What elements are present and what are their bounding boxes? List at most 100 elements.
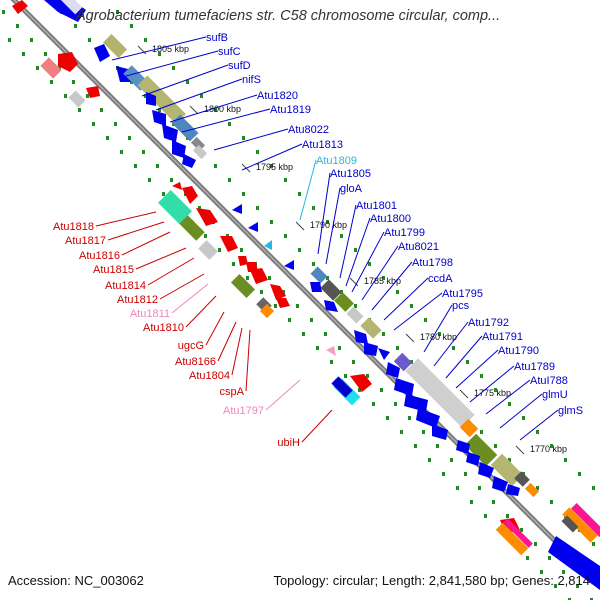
guide-dot (386, 416, 389, 420)
gene-label: glmU (542, 389, 568, 401)
gene-arrow-forward (264, 240, 272, 250)
guide-dot (494, 388, 497, 392)
guide-dot (142, 150, 145, 154)
guide-dot (548, 556, 551, 560)
guide-dot (298, 248, 301, 252)
gene-arrow-forward (466, 452, 480, 466)
gene-block (334, 292, 354, 312)
gene-label: Atu1790 (498, 345, 539, 357)
gene-arrow-reverse (182, 186, 198, 204)
guide-dot (540, 570, 543, 574)
guide-dot (366, 374, 369, 378)
guide-dot (414, 444, 417, 448)
gene-label: sufD (228, 60, 251, 72)
guide-dot (576, 584, 579, 588)
gene-arrow-forward (354, 330, 368, 344)
guide-dot (480, 430, 483, 434)
gene-label: gloA (340, 183, 363, 195)
guide-dot (564, 458, 567, 462)
guide-dot (158, 108, 161, 112)
guide-dot (88, 38, 91, 42)
gene-arrow-forward (394, 378, 414, 396)
guide-dot (270, 220, 273, 224)
guide-dot (44, 52, 47, 56)
gene-label: sufB (206, 32, 228, 44)
leader-line (339, 204, 357, 279)
leader-line (135, 247, 187, 270)
gene-arrow-forward (456, 440, 470, 454)
gene-label: Atu1799 (384, 227, 425, 239)
gene-label: Atu1801 (356, 200, 397, 212)
guide-dot (156, 164, 159, 168)
gene-label: Atu1815 (93, 264, 134, 276)
guide-dot (144, 38, 147, 42)
gene-arrow-reverse (276, 298, 290, 308)
gene-block (524, 482, 540, 498)
leader-line (181, 108, 271, 133)
gene-label: Atu1816 (79, 250, 120, 262)
gene-block (230, 273, 256, 299)
leader-line (469, 365, 515, 403)
gene-arrow-reverse (326, 346, 336, 356)
leader-line (141, 64, 229, 97)
guide-dot (428, 458, 431, 462)
gene-label: Atu1805 (330, 168, 371, 180)
guide-dot (590, 598, 593, 600)
guide-dot (144, 94, 147, 98)
gene-label: Atu1792 (468, 317, 509, 329)
kbp-tick-label: 1770 kbp (530, 444, 567, 454)
guide-dot (326, 276, 329, 280)
guide-dot (450, 458, 453, 462)
gene-arrow-forward (404, 394, 428, 412)
gene-labels-left: Atu1818Atu1817Atu1816Atu1815Atu1814Atu18… (53, 221, 300, 449)
guide-dot (242, 192, 245, 196)
kbp-tick-label: 1790 kbp (310, 220, 347, 230)
leader-line (301, 409, 333, 443)
guide-dot (270, 164, 273, 168)
kbp-tick-mark (349, 277, 359, 287)
guide-dot (58, 66, 61, 70)
gene-arrow-reverse (172, 182, 182, 190)
gene-arrow-forward (152, 110, 166, 126)
gene-label: Atu1797 (223, 405, 264, 417)
gene-block (171, 114, 199, 142)
gene-arrow-forward (378, 348, 390, 360)
kbp-tick-mark (295, 221, 305, 231)
guide-dot (358, 388, 361, 392)
guide-dot (228, 122, 231, 126)
gene-block (179, 215, 205, 241)
guide-dot (554, 584, 557, 588)
leader-line (445, 335, 483, 379)
guide-dot (30, 38, 33, 42)
guide-dot (162, 192, 165, 196)
guide-dot (312, 262, 315, 266)
gene-block (158, 190, 192, 224)
guide-dot (198, 206, 201, 210)
guide-dot (246, 276, 249, 280)
guide-dot (424, 318, 427, 322)
gene-block (561, 515, 579, 533)
guide-dot (310, 318, 313, 322)
guide-dot (36, 66, 39, 70)
gene-arrow-reverse (86, 86, 100, 98)
guide-dot (410, 360, 413, 364)
gene-arrow-forward (182, 154, 196, 168)
guide-dot (508, 402, 511, 406)
gene-label: Atu1814 (105, 280, 146, 292)
leader-line (393, 292, 443, 331)
kbp-tick-label: 1780 kbp (420, 332, 457, 342)
leader-line (383, 277, 429, 321)
gene-block (40, 57, 62, 79)
gene-label: Atu8021 (398, 241, 439, 253)
leader-line (485, 379, 531, 415)
guide-dot (72, 80, 75, 84)
leader-line (423, 304, 453, 353)
guide-dot (438, 332, 441, 336)
guide-dot (442, 472, 445, 476)
gene-arrow-reverse (238, 256, 248, 266)
guide-dot (550, 500, 553, 504)
guide-dot (214, 164, 217, 168)
guide-dot (456, 486, 459, 490)
gene-arrow-forward (548, 536, 600, 590)
